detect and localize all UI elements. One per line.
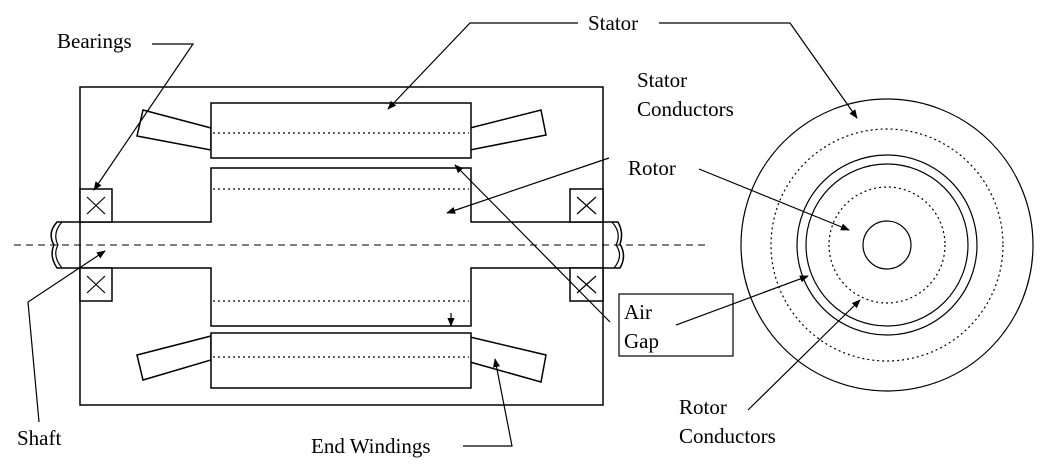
end-winding-bottom-right [469,336,547,383]
stator-leader-right [659,22,858,119]
end-windings-leader [463,358,513,447]
stator-frame [79,86,604,406]
end-winding-top-left [136,109,212,151]
label-shaft: Shaft [17,426,61,450]
bearing-top-right [569,188,604,223]
label-rotor-conductors-1: Rotor [679,395,727,419]
shaft-circle [862,220,912,270]
bearing-bottom-left [79,267,113,302]
bearings-leader [93,43,195,191]
label-air-gap-1: Air [624,300,652,324]
air-gap-box [618,293,734,357]
stator-outer-circle [740,98,1034,392]
stator-leader-left [387,22,578,110]
bearing-bottom-right [569,267,604,302]
air-gap-leader-right [675,275,809,326]
end-winding-bottom-left [136,335,212,381]
stator-conductor-circle [770,128,1004,362]
stator-core-bottom [210,332,472,389]
label-bearings: Bearings [57,29,132,53]
label-rotor: Rotor [628,156,676,180]
shaft-leader [27,250,106,423]
label-end-windings: End Windings [311,434,431,458]
shaft-end-left [55,221,63,269]
stator-core-top [210,102,472,159]
air-gap-leader-left [454,164,611,323]
rotor-leader-right [698,168,850,231]
end-winding-top-right [469,109,547,151]
rotor-conductors-leader [747,299,861,411]
rotor-conductor-circle [828,186,946,304]
stator-inner-circle [796,154,978,336]
rotor-and-shaft-outline [50,167,625,327]
label-stator: Stator [588,11,638,35]
label-air-gap-2: Gap [624,329,659,353]
rotor-outer-circle [805,163,969,327]
label-rotor-conductors-2: Conductors [679,424,776,448]
rotor-leader-left [446,157,610,214]
bearing-top-left [79,188,113,223]
label-stator-conductors-2: Conductors [637,97,734,121]
label-stator-conductors-1: Stator [637,68,687,92]
